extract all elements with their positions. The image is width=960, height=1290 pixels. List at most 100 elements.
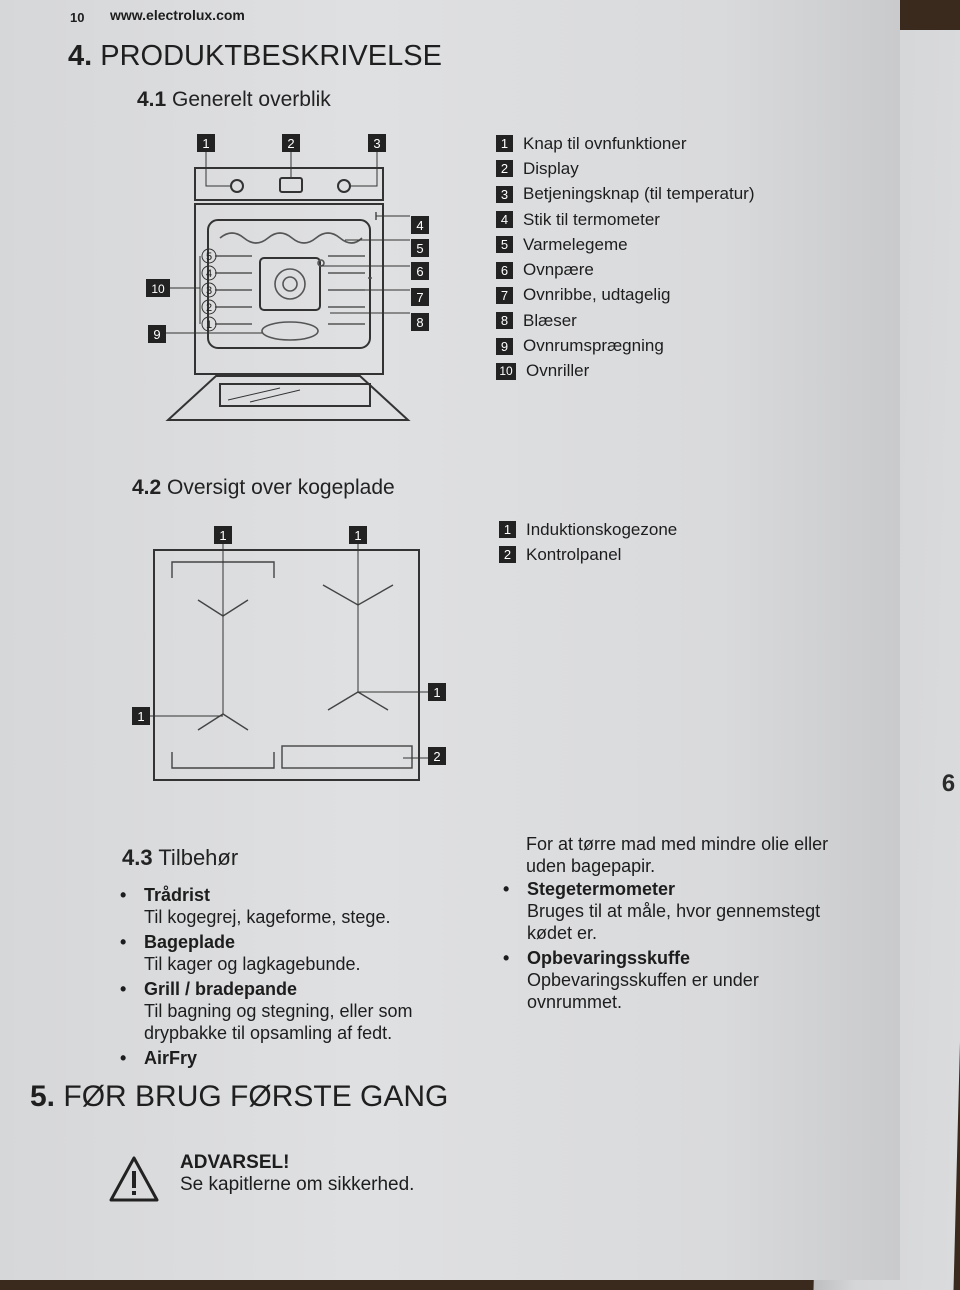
callout-box-9 (148, 325, 166, 343)
legend-label: Induktionskogezone (526, 519, 678, 539)
accessory-title: Grill / bradepande (144, 979, 298, 999)
section-5-number: 5. (30, 1080, 56, 1113)
control-panel (194, 167, 384, 201)
hob-callout-2: 2 (433, 749, 440, 764)
callout-box-5 (411, 239, 429, 257)
legend-number: 3 (496, 185, 513, 203)
legend-number: 5 (496, 236, 513, 254)
oven-body (194, 203, 384, 375)
bullet: • (503, 948, 510, 968)
callout-box-6 (411, 262, 429, 280)
legend-row: 10 Ovnriller (496, 359, 755, 384)
hob-callout-box-1a (214, 526, 232, 544)
page-number: 10 (70, 10, 85, 25)
callout-box-10 (146, 279, 170, 297)
leader-1 (205, 150, 231, 187)
legend-label: Ovnriller (526, 361, 590, 381)
hob-outline (153, 549, 420, 781)
shelf-level-circle-4 (201, 265, 217, 281)
shelf-level-circle-2 (201, 299, 217, 315)
accessories-list-left: • Trådrist Til kogegrej, kageforme, steg… (120, 884, 480, 1072)
hob-diagram: 1 1 1 1 2 (132, 526, 446, 781)
legend-label: Betjeningsknap (til temperatur) (523, 184, 755, 204)
leader-10 (170, 256, 201, 324)
legend-label: Blæser (523, 310, 577, 330)
section-41-number: 4.1 (137, 88, 167, 111)
section-4-number: 4. (68, 40, 93, 72)
accessory-title: Bageplade (144, 932, 236, 952)
bullet: • (120, 979, 127, 999)
accessory-desc: Bruges til at måle, hvor gennemstegt kød… (527, 901, 821, 943)
legend-number: 2 (496, 160, 513, 178)
hob-callout-1b: 1 (354, 528, 361, 543)
next-page-number: 6 (941, 770, 956, 797)
legend-number: 6 (496, 261, 513, 279)
hob-callout-1d: 1 (137, 709, 144, 724)
legend-label: Kontrolpanel (526, 544, 622, 564)
callout-6: 6 (416, 264, 423, 279)
heating-element (219, 232, 363, 244)
callout-box-1 (197, 134, 215, 152)
section-5-title: FØR BRUG FØRSTE GANG (63, 1080, 449, 1113)
callout-box-3 (368, 134, 386, 152)
fan (274, 268, 306, 300)
callout-8: 8 (416, 315, 423, 330)
section-4-title: PRODUKTBESKRIVELSE (100, 40, 442, 72)
accessory-item: • Bageplade Til kager og lagkagebunde. (120, 931, 480, 975)
legend-number: 1 (496, 135, 513, 153)
oven-diagram: 1 2 3 4 5 6 7 8 9 10 (146, 134, 429, 421)
accessory-item: • Grill / bradepande Til bagning og steg… (120, 978, 480, 1044)
fan-cover (259, 257, 321, 311)
hob-callout-box-1d (132, 707, 150, 725)
hob-callout-box-1c (428, 683, 446, 701)
hob-leader-1b (357, 544, 428, 693)
section-42-heading: 4.2 Oversigt over kogeplade (132, 476, 395, 500)
legend-label: Ovnpære (523, 260, 594, 280)
door-glare (227, 387, 301, 403)
shelf-level-2: 2 (206, 302, 212, 314)
warning-title: ADVARSEL! (180, 1152, 290, 1173)
callout-10: 10 (151, 282, 165, 296)
oven-cavity (207, 219, 371, 349)
legend-number: 7 (496, 286, 513, 304)
airfry-continuation: For at tørre mad med mindre olie eller u… (526, 834, 829, 876)
legend-row: 2 Kontrolpanel (499, 542, 677, 567)
accessory-item: • AirFry (120, 1047, 480, 1069)
section-4-heading: 4. PRODUKTBESKRIVELSE (68, 40, 442, 73)
callout-box-7 (411, 288, 429, 306)
accessory-desc: Til kogegrej, kageforme, stege. (144, 907, 391, 927)
callout-9: 9 (153, 327, 160, 342)
accessory-title: Opbevaringsskuffe (527, 948, 691, 968)
section-42-title: Oversigt over kogeplade (167, 476, 395, 499)
display-shape (279, 177, 303, 193)
zone-marker-right-lower (327, 691, 389, 711)
hob-callout-1a: 1 (219, 528, 226, 543)
zone-marker-bottom-left (171, 752, 275, 769)
hob-callout-box-2 (428, 747, 446, 765)
legend-label: Ovnribbe, udtagelig (523, 285, 671, 305)
callout-box-4 (411, 216, 429, 234)
function-knob (230, 179, 244, 193)
left-shelf-runners (215, 255, 252, 325)
fan-hub (282, 276, 298, 292)
callout-7: 7 (416, 290, 423, 305)
callout-1: 1 (202, 136, 209, 151)
warning-text: Se kapitlerne om sikkerhed. (180, 1174, 415, 1195)
legend-number: 2 (499, 546, 516, 564)
callout-4: 4 (416, 218, 423, 233)
temperature-knob (337, 179, 351, 193)
legend-number: 10 (496, 362, 516, 380)
shelf-level-circle-1 (201, 316, 217, 332)
callout-box-2 (282, 134, 300, 152)
accessory-item: • Opbevaringsskuffe Opbevaringsskuffen e… (503, 947, 833, 1013)
legend-number: 4 (496, 211, 513, 229)
hob-callout-1c: 1 (433, 685, 440, 700)
bullet: • (120, 885, 127, 905)
bullet: • (120, 932, 127, 952)
